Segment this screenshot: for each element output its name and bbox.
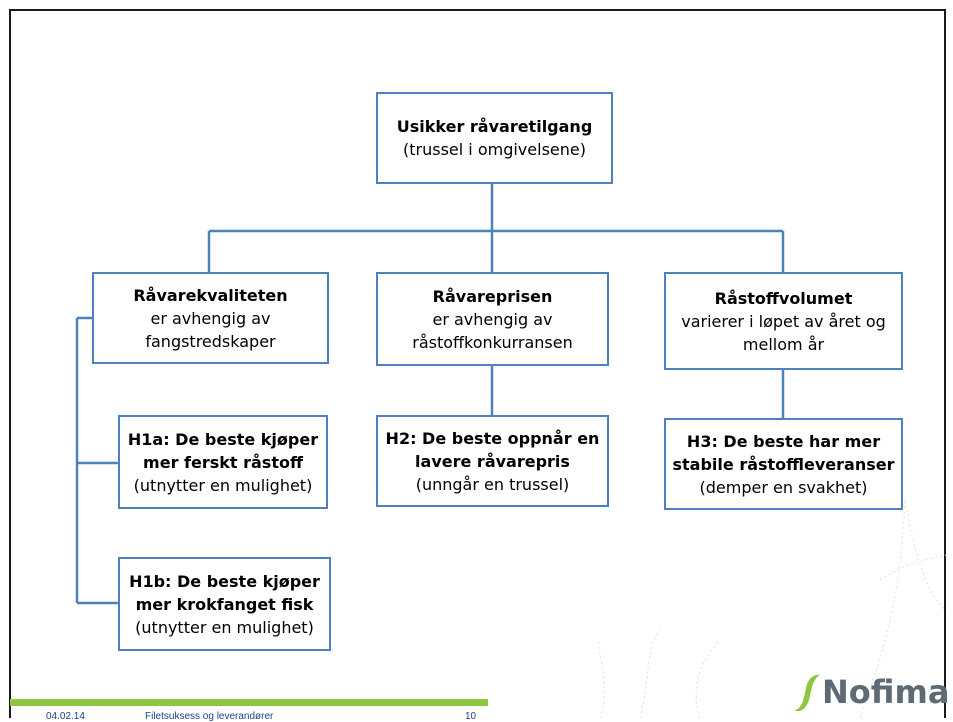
hypothesis-title: H1a: De beste kjøper — [127, 429, 319, 449]
factor-title: Råvarekvaliteten — [133, 285, 288, 305]
hypothesis-title: H1b: De beste kjøper — [129, 571, 320, 591]
connector-lines — [75, 184, 785, 605]
factor-line: varierer i løpet av året og — [681, 311, 886, 331]
hypothesis-node-h1b: H1b: De beste kjøper mer krokfanget fisk… — [118, 557, 331, 651]
hypothesis-note: (utnytter en mulighet) — [133, 475, 313, 495]
factor-line: er avhengig av — [432, 309, 553, 329]
hypothesis-title: lavere råvarepris — [415, 451, 570, 471]
factor-line: fangstredskaper — [145, 331, 276, 351]
background-swirl-lines — [597, 499, 947, 719]
logo-text: Nofima — [822, 673, 950, 711]
hypothesis-title: mer ferskt råstoff — [143, 452, 303, 472]
factor-line: råstoffkonkurransen — [412, 332, 573, 352]
slide-frame — [9, 9, 946, 718]
hypothesis-node-h3: H3: De beste har mer stabile råstoffleve… — [664, 418, 903, 510]
footer-date: 04.02.14 — [46, 711, 85, 722]
hypothesis-title: H3: De beste har mer — [686, 431, 881, 451]
footer-page-number: 10 — [465, 711, 477, 722]
root-node: Usikker råvaretilgang (trussel i omgivel… — [376, 92, 613, 184]
hypothesis-node-h2: H2: De beste oppnår en lavere råvarepris… — [376, 415, 609, 507]
factor-line: mellom år — [742, 334, 825, 354]
factor-node-price: Råvareprisen er avhengig av råstoffkonku… — [376, 272, 609, 366]
footer-accent-bar — [10, 699, 488, 706]
hypothesis-note: (demper en svakhet) — [699, 477, 868, 497]
factor-node-volume: Råstoffvolumet varierer i løpet av året … — [664, 272, 903, 370]
factor-node-quality: Råvarekvaliteten er avhengig av fangstre… — [92, 272, 329, 364]
factor-line: er avhengig av — [150, 308, 271, 328]
hypothesis-node-h1a: H1a: De beste kjøper mer ferskt råstoff … — [118, 415, 328, 509]
factor-title: Råstoffvolumet — [714, 288, 853, 308]
hypothesis-title: stabile råstoffleveranser — [672, 454, 895, 474]
hypothesis-title: H2: De beste oppnår en — [385, 428, 600, 448]
nofima-logo: Nofima — [788, 669, 949, 715]
hypothesis-note: (unngår en trussel) — [415, 474, 570, 494]
factor-title: Råvareprisen — [432, 286, 553, 306]
hypothesis-title: mer krokfanget fisk — [135, 594, 314, 614]
footer-title: Filetsuksess og leverandører — [145, 711, 274, 722]
hypothesis-note: (utnytter en mulighet) — [135, 617, 314, 637]
root-subtitle: (trussel i omgivelsene) — [403, 140, 586, 159]
root-title: Usikker råvaretilgang — [396, 117, 593, 136]
nofima-swoosh-icon — [794, 674, 820, 712]
